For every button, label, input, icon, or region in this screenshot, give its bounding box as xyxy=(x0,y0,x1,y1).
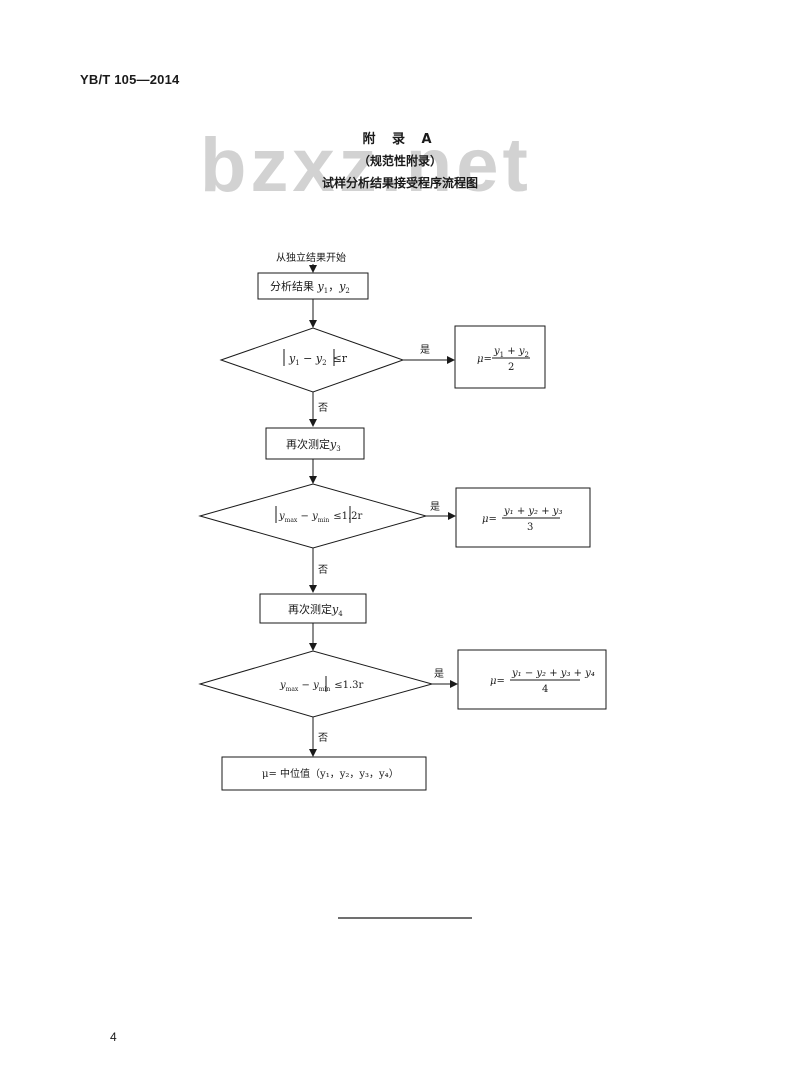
measure3-label: 再次测定y3 xyxy=(286,437,341,453)
appendix-name: 试样分析结果接受程序流程图 xyxy=(321,176,478,190)
watermark: bzxz.net xyxy=(200,123,532,208)
decision3-condition: ymax − ymin≤1.3r xyxy=(279,680,363,693)
result1-box xyxy=(454,325,546,389)
decision3-no-label: 否 xyxy=(318,732,328,744)
result3-mu: μ= xyxy=(490,676,505,687)
appendix-normative-note: （规范性附录） xyxy=(357,154,442,168)
median-label: μ= 中位值（y₁，y₂，y₃，y₄） xyxy=(262,767,399,780)
analysis-label: 分析结果 y1，y2 xyxy=(270,279,350,295)
result2-box xyxy=(455,487,591,548)
measure3-box xyxy=(265,427,365,460)
decision3-yes-label: 是 xyxy=(434,668,444,680)
result3-denominator: 4 xyxy=(542,684,548,695)
result2-mu: μ= xyxy=(482,514,497,525)
page-number: 4 xyxy=(110,1030,117,1044)
result3-numerator: y₁ − y₂ + y₃ + y₄ xyxy=(511,668,595,679)
decision2-yes-label: 是 xyxy=(430,501,440,513)
decision2-condition: ymax − ymin≤1.2r xyxy=(278,511,362,524)
result1-mu: μ= xyxy=(477,354,492,365)
start-label: 从独立结果开始 xyxy=(276,251,346,264)
median-box xyxy=(221,756,427,791)
decision1-condition: y1 − y2≤r xyxy=(288,352,348,367)
result2-denominator: 3 xyxy=(527,522,533,533)
result1-denominator: 2 xyxy=(508,362,514,373)
result2-numerator: y₁ + y₂ + y₃ xyxy=(503,506,562,517)
decision2-no-label: 否 xyxy=(318,564,328,576)
decision1-no-label: 否 xyxy=(318,402,328,414)
result1-numerator: y1 + y2 xyxy=(493,346,529,359)
measure4-label: 再次测定y4 xyxy=(288,602,343,618)
appendix-title: 附 录 A xyxy=(362,132,438,147)
standard-code: YB/T 105—2014 xyxy=(80,72,180,87)
decision1-yes-label: 是 xyxy=(420,344,430,356)
result3-box xyxy=(457,649,607,710)
